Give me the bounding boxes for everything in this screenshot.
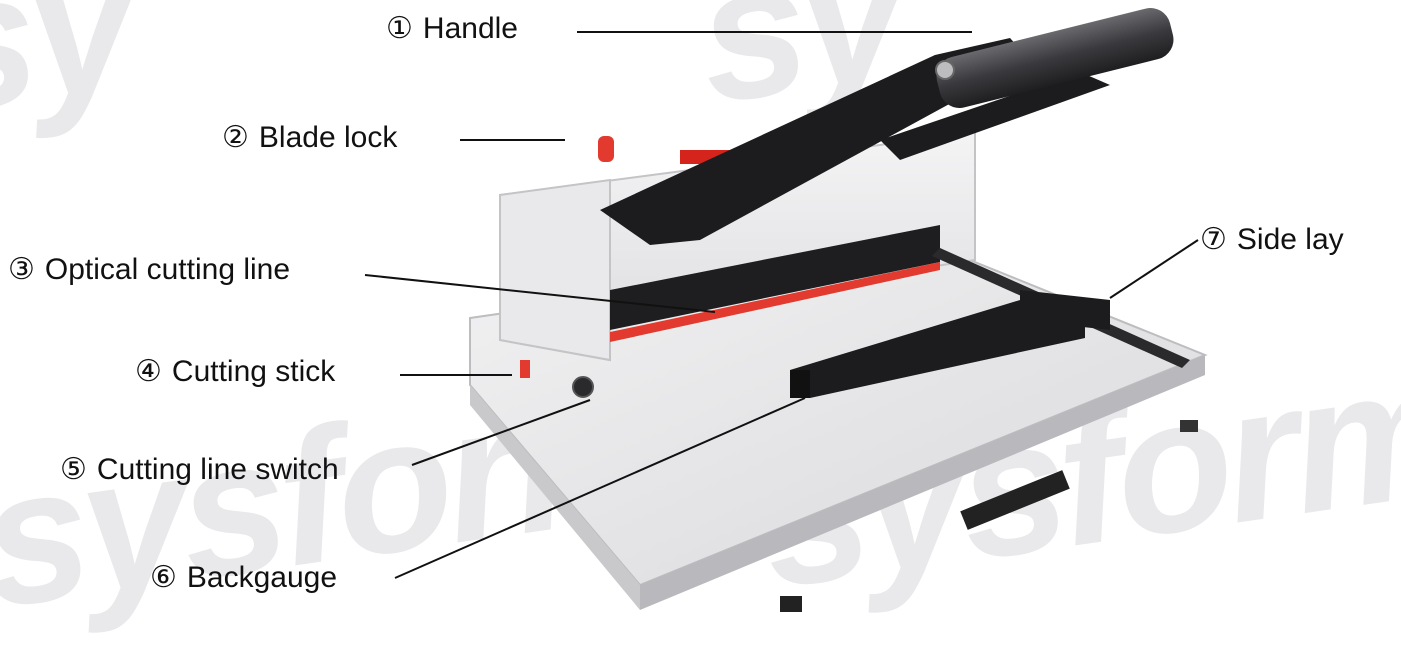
callout-text: Handle [422, 12, 518, 45]
leader-lines [364, 31, 1199, 579]
callout-backgauge: ⑥ Backgauge [150, 563, 337, 593]
callout-number: ⑥ [150, 561, 177, 594]
callout-side-lay: ⑦ Side lay [1200, 225, 1344, 255]
callout-number: ② [222, 121, 249, 154]
callout-number: ⑤ [60, 453, 87, 486]
paper-cutter-illustration [364, 7, 1208, 612]
callout-handle: ① Handle [386, 14, 518, 44]
callout-number: ⑦ [1200, 223, 1227, 256]
leader-optical-cutting-line [364, 274, 716, 313]
leader-backgauge [394, 397, 806, 579]
base-slot [960, 470, 1070, 530]
backgauge-bar [790, 300, 1085, 398]
cutting-line-switch-button [572, 376, 594, 398]
callout-optical-cutting-line: ③ Optical cutting line [8, 255, 290, 285]
callout-cutting-stick: ④ Cutting stick [135, 357, 335, 387]
optical-cutting-line-stripe [610, 262, 940, 342]
callout-text: Blade lock [258, 121, 398, 154]
blade-slot [610, 225, 940, 330]
blade-lock-knob [598, 136, 614, 162]
foot-right [1180, 420, 1198, 432]
cutting-stick-end [520, 360, 530, 378]
side-lay-and-backgauge [790, 248, 1190, 398]
callout-text: Cutting line switch [96, 453, 339, 486]
handle-pivot-bolt [935, 60, 955, 80]
callout-cutting-line-switch: ⑤ Cutting line switch [60, 455, 339, 485]
callout-number: ④ [135, 355, 162, 388]
callout-blade-lock: ② Blade lock [222, 123, 397, 153]
callout-text: Optical cutting line [44, 253, 291, 286]
callout-number: ① [386, 12, 413, 45]
callout-number: ③ [8, 253, 35, 286]
handle-grip [936, 7, 1174, 109]
callout-text: Cutting stick [171, 355, 336, 388]
leader-cutting-line-switch [411, 399, 591, 466]
foot-front [780, 596, 802, 612]
leader-side-lay [1109, 239, 1199, 299]
handle-arm [600, 7, 1174, 245]
callout-text: Side lay [1236, 223, 1344, 256]
callout-text: Backgauge [186, 561, 338, 594]
